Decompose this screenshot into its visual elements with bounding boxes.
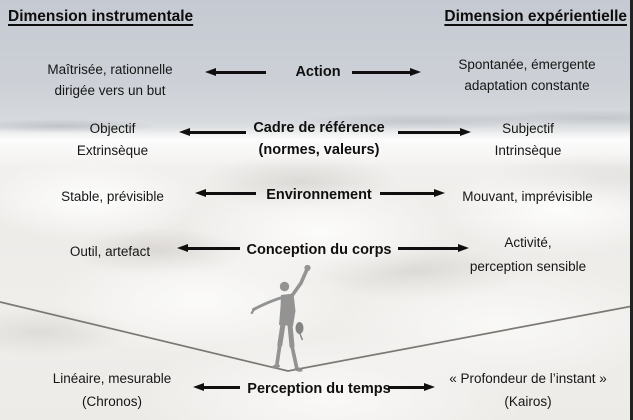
left-arrow-icon	[195, 189, 256, 197]
left-arrow-icon	[205, 68, 266, 76]
right-arrow-icon	[388, 383, 435, 391]
slackliner-silhouette-icon	[250, 264, 311, 372]
right-arrow-icon	[398, 244, 469, 252]
experiential-pole-label: Mouvant, imprévisible	[462, 189, 593, 204]
slackline-rope-icon	[0, 301, 633, 372]
experiential-pole-label: Subjectif Intrinsèque	[494, 121, 562, 158]
instrumental-pole-label: Stable, prévisible	[61, 189, 164, 204]
experiential-pole-label: « Profondeur de l’instant » (Kairos)	[449, 371, 607, 409]
concept-label: Perception du temps	[247, 381, 391, 397]
right-edge-artifact	[630, 0, 633, 420]
left-arrow-icon	[179, 128, 246, 136]
instrumental-pole-label: Outil, artefact	[69, 244, 151, 259]
left-arrow-icon	[193, 383, 240, 391]
header-dimension-instrumentale: Dimension instrumentale	[8, 8, 194, 25]
instrumental-pole-label: Linéaire, mesurable (Chronos)	[52, 371, 172, 409]
left-arrow-icon	[177, 244, 240, 252]
instrumental-pole-label: Objectif Extrinsèque	[76, 121, 149, 158]
concept-label: Action	[295, 64, 341, 80]
right-arrow-icon	[352, 68, 421, 76]
header-dimension-experientielle: Dimension expérientielle	[444, 8, 627, 25]
concept-label: Environnement	[266, 187, 372, 203]
instrumental-pole-label: Maîtrisée, rationnelle dirigée vers un b…	[47, 62, 173, 98]
right-arrow-icon	[398, 128, 471, 136]
experiential-pole-label: Spontanée, émergente adaptation constant…	[458, 57, 596, 93]
experiential-pole-label: Activité, perception sensible	[469, 235, 587, 274]
concept-label: Conception du corps	[246, 242, 392, 258]
right-arrow-icon	[380, 189, 445, 197]
concept-label: Cadre de référence (normes, valeurs)	[253, 120, 385, 158]
